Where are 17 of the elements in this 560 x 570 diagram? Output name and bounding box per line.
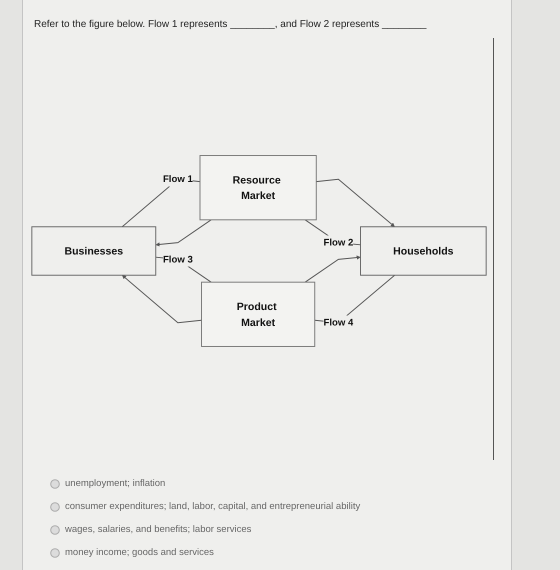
answer-option: money income; goods and services [65, 547, 214, 558]
answer-option: unemployment; inflation [65, 478, 166, 489]
edge-label: Flow 4 [323, 317, 354, 328]
node-box: Product Market [201, 282, 316, 347]
answer-option: wages, salaries, and benefits; labor services [65, 524, 252, 535]
arrow [156, 219, 212, 247]
edge-label: Flow 1 [162, 174, 193, 185]
arrow [304, 255, 361, 283]
node-box: Businesses [31, 226, 156, 276]
node-box: Resource Market [200, 155, 317, 220]
answer-option: consumer expenditures; land, labor, capital, and entrepreneurial ability [65, 501, 360, 512]
node-box: Households [360, 226, 487, 276]
edge-label: Flow 3 [162, 254, 193, 265]
edge-label: Flow 2 [323, 237, 354, 248]
arrow [316, 178, 395, 227]
question-text: Refer to the figure below. Flow 1 represents ________, and Flow 2 represents ________ [34, 19, 426, 30]
arrow [122, 275, 202, 324]
